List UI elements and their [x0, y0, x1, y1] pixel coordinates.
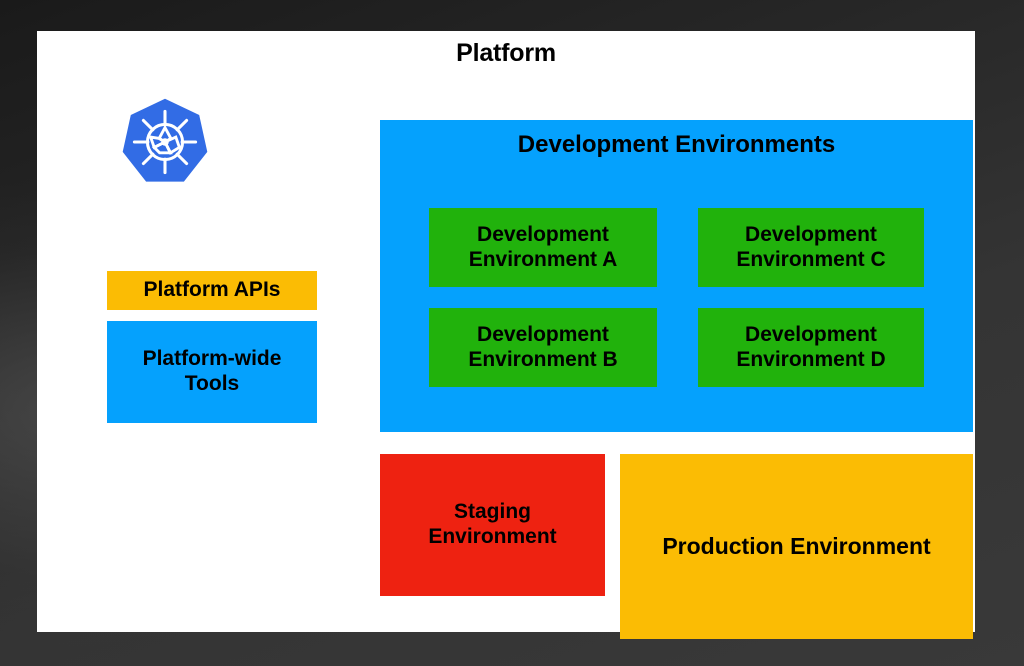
- diagram-card: Platform: [37, 31, 975, 639]
- production-environment-box[interactable]: Production Environment: [620, 454, 973, 639]
- development-environment-b-box[interactable]: Development Environment B: [429, 308, 657, 387]
- development-environments-title: Development Environments: [517, 131, 836, 158]
- page-title: Platform: [456, 39, 556, 67]
- staging-environment-box[interactable]: Staging Environment: [380, 454, 605, 596]
- kubernetes-logo: [120, 97, 210, 187]
- development-environment-a-box[interactable]: Development Environment A: [429, 208, 657, 287]
- platform-wide-tools-box[interactable]: Platform-wide Tools: [107, 321, 317, 423]
- development-environment-d-box[interactable]: Development Environment D: [698, 308, 924, 387]
- development-environments-panel: Development Environments Development Env…: [380, 120, 973, 432]
- platform-apis-box[interactable]: Platform APIs: [107, 271, 317, 310]
- development-environment-c-box[interactable]: Development Environment C: [698, 208, 924, 287]
